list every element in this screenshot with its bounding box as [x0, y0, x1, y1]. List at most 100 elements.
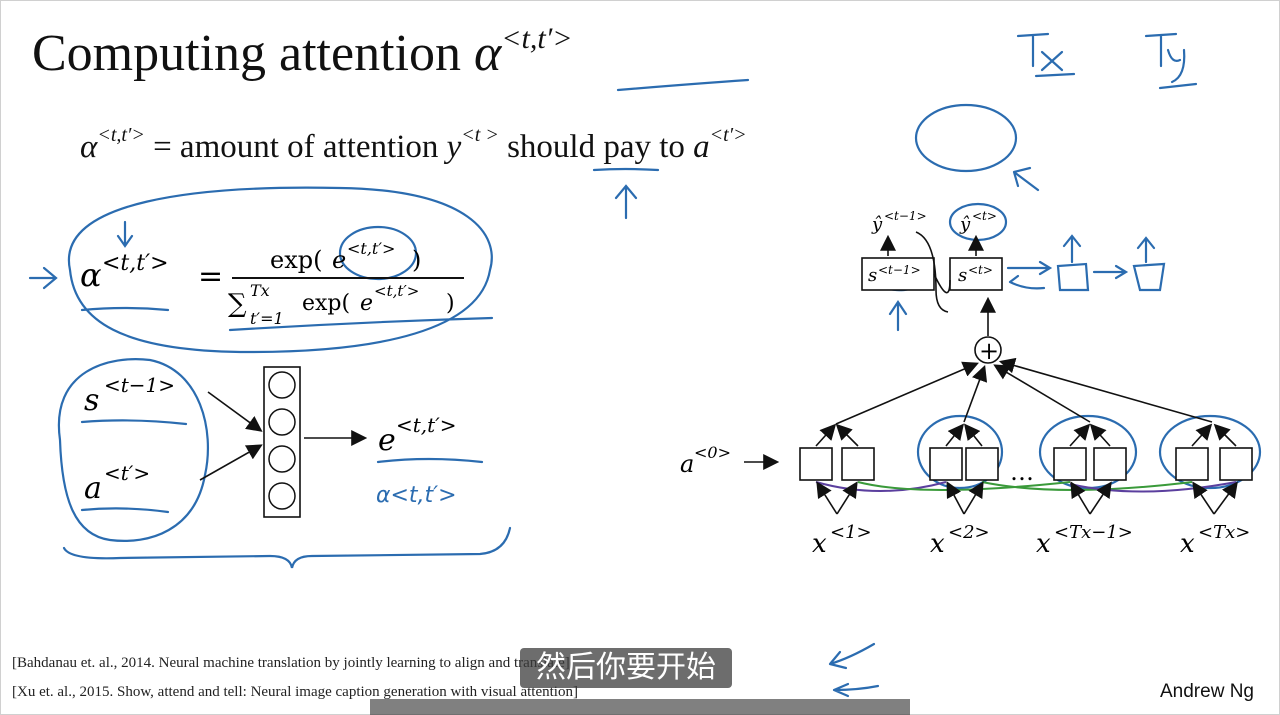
s-prev-box: [861, 257, 935, 291]
title-underline: [616, 78, 750, 92]
sum-node: [974, 336, 1002, 364]
enc-box: [1219, 447, 1253, 481]
net-neuron: [268, 482, 296, 510]
softmax-equation: α <t,t′> = exp( e <t,t′> ) ∑ Tx t′=1 exp…: [80, 239, 464, 328]
attention-diagram: a <0> …: [680, 209, 1253, 559]
tx-note: [1016, 32, 1076, 78]
def-a: a: [693, 129, 710, 165]
yhat-curr-sup: <t>: [972, 209, 997, 223]
yhat-prev-sup: <t−1>: [884, 209, 927, 223]
tx-text: Tx: [1020, 63, 1022, 65]
a-circle: [914, 103, 1018, 173]
eq-num-e: e: [332, 246, 346, 274]
eq-alpha: α: [80, 256, 102, 294]
xtx-circle: [1158, 414, 1262, 490]
sum-plus: +: [979, 337, 999, 365]
eq-sum-lower: t′=1: [250, 309, 284, 328]
s-prev-up-arrow: [888, 300, 908, 332]
net-s-sup: <t−1>: [104, 373, 175, 397]
right-arrow-1: [1006, 260, 1053, 276]
eq-den-sup: <t,t′>: [374, 282, 419, 300]
x-label: x: [930, 529, 945, 559]
eq-equals: =: [198, 259, 223, 294]
eq-sum-upper: Tx: [250, 281, 270, 300]
ref2-arrow: [832, 682, 880, 698]
net-s: s: [84, 383, 99, 418]
alpha-underline: [80, 306, 170, 312]
s-curr-label: s: [958, 265, 967, 286]
a-underline: [80, 507, 170, 514]
s-curr-sup: <t>: [968, 263, 993, 277]
x-label-sup: <1>: [830, 522, 872, 543]
ty-text: Ty: [1150, 63, 1152, 65]
x-label-sup: <2>: [948, 522, 990, 543]
enc-box: [1053, 447, 1087, 481]
denominator-underline: [228, 316, 494, 332]
y-up-arrow: [614, 184, 638, 220]
inputs-circle: [57, 358, 209, 542]
next-box-2-up: [1136, 236, 1156, 264]
enc-box: [841, 447, 875, 481]
yhat-prev: ŷ: [871, 214, 883, 235]
equation-down-arrow: [116, 220, 134, 248]
equation-circle: [67, 186, 493, 354]
net-e: e: [378, 423, 396, 458]
net-neuron: [268, 408, 296, 436]
x-label-sup: <Tx>: [1198, 522, 1250, 543]
author-name: Andrew Ng: [1160, 681, 1254, 702]
enc-box: [1175, 447, 1209, 481]
eq-den-exp: exp(: [302, 291, 350, 316]
back-arrow: [1008, 274, 1046, 290]
next-box-2: [1132, 262, 1166, 292]
ref1-arrow: [828, 642, 876, 670]
enc-box: [1093, 447, 1127, 481]
right-arrow-2: [1092, 264, 1129, 280]
purple-link: [1069, 481, 1237, 493]
eq-num-exp: exp(: [270, 246, 322, 274]
eq-den-e: e: [360, 291, 373, 316]
title-superscript: <t,t′>: [501, 22, 573, 55]
diag-a0: a: [680, 450, 694, 478]
net-a-sup: <t′>: [104, 461, 150, 485]
enc-box: [799, 447, 833, 481]
green-link: [857, 481, 1071, 491]
eq-num-close: ): [412, 246, 421, 274]
x-label: x: [1036, 529, 1051, 559]
diag-ellipsis: …: [1010, 458, 1034, 486]
handwritten-annotations: [28, 32, 1262, 698]
def-a-sup: <t′>: [709, 124, 747, 146]
x-label-sup: <Tx−1>: [1054, 522, 1133, 543]
bottom-brace: [62, 526, 512, 569]
ty-note: [1144, 32, 1198, 90]
net-e-sup: <t,t′>: [396, 413, 457, 437]
net-neuron: [268, 371, 296, 399]
title-text: Computing attention: [32, 25, 474, 82]
subtitle-strip: [370, 699, 910, 715]
s-underline: [80, 419, 188, 426]
def-alpha: α: [80, 129, 98, 165]
net-neuron: [268, 445, 296, 473]
slide-title: Computing attention α<t,t′>: [32, 22, 573, 83]
eq-num-sup: <t,t′>: [347, 239, 395, 258]
title-symbol: α: [473, 25, 502, 82]
eq-den-close: ): [446, 291, 455, 316]
equation-left-arrow: [28, 266, 58, 290]
alpha-handwritten-label: α<t,t′>: [376, 483, 457, 508]
eq-alpha-sup: <t,t′>: [102, 251, 169, 276]
enc-box: [965, 447, 999, 481]
reference-2: [Xu et. al., 2015. Show, attend and tell…: [12, 684, 578, 700]
diag-a0-sup: <0>: [694, 443, 731, 462]
def-y-sup: <t >: [461, 124, 499, 146]
next-box-1-up: [1062, 234, 1082, 264]
yhat-feedback: [915, 231, 949, 313]
x-label: x: [812, 529, 827, 559]
s-prev-label: s: [868, 265, 877, 286]
net-a: a: [84, 471, 102, 506]
definition-line: α<t,t′> = amount of attention y<t > shou…: [80, 124, 747, 166]
small-network: s <t−1> a <t′> e <t,t′>: [84, 366, 457, 518]
enc-box: [929, 447, 963, 481]
eq-sum: ∑: [228, 289, 247, 319]
def-y: y: [446, 129, 462, 165]
s-curr-box: [949, 257, 1003, 291]
